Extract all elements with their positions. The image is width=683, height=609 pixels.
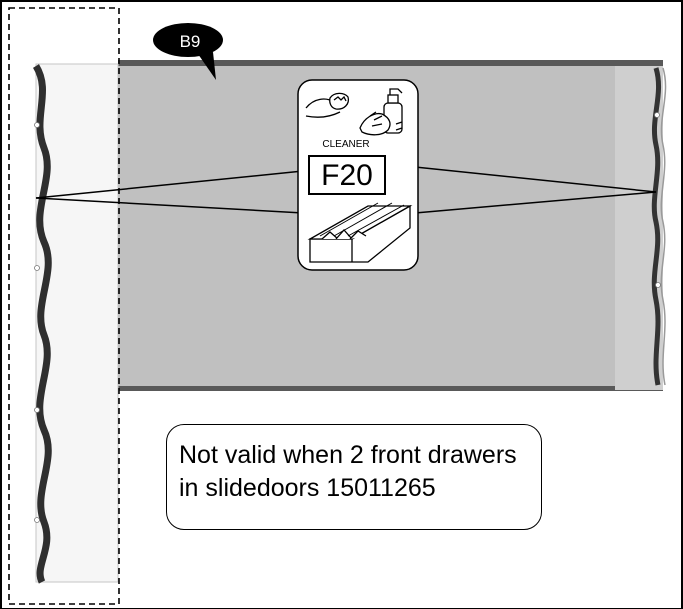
b9-label: B9 [180, 32, 201, 51]
b9-callout: B9 [153, 23, 223, 80]
side-panel [35, 63, 119, 583]
note-box: Not valid when 2 front drawers in slided… [166, 424, 542, 530]
cleaner-label: CLEANER [322, 139, 369, 150]
part-code: F20 [321, 159, 373, 192]
part-code-frame [308, 155, 386, 195]
note-line-1: Not valid when 2 front drawers [179, 441, 517, 469]
dashed-outline [8, 7, 120, 605]
seal-strip-icon [307, 202, 413, 263]
detail-box: CLEANER F20 [297, 79, 419, 271]
left-seal-strip [32, 64, 52, 584]
note-line-2: in slidedoors 15011265 [179, 474, 436, 502]
zoom-wedge [35, 166, 657, 214]
cleaner-icon [305, 88, 403, 136]
right-seal-strip [651, 67, 667, 386]
